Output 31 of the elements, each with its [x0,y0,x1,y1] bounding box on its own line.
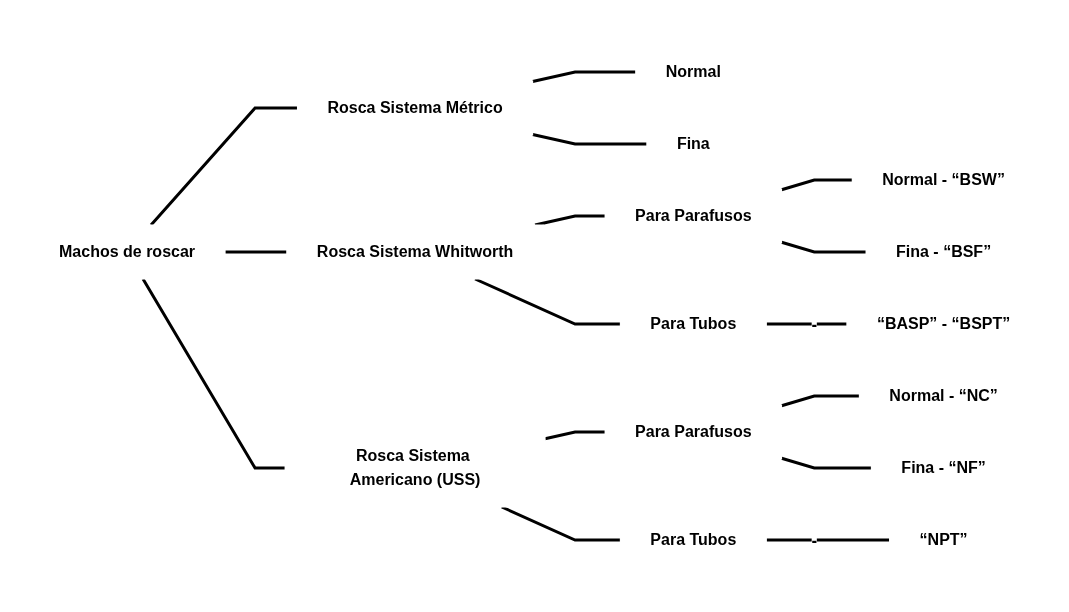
node-text: Normal - “NC” [889,387,998,404]
node-text: Fina - “NF” [901,459,986,476]
connector [544,430,605,441]
connector [532,70,636,83]
node-text: Normal - “BSW” [882,171,1005,188]
connector [149,106,298,226]
node-text: Para Parafusos [634,207,752,224]
connector [141,278,285,470]
node-text: Para Parafusos [634,423,752,440]
edge-label: - [811,315,818,335]
connector [781,456,872,470]
node-text: Rosca Sistema Americano (USS) [349,447,481,488]
connector [766,322,847,326]
node-text: Para Tubos [650,531,737,548]
connector [781,394,860,408]
node-text: Fina - “BSF” [895,243,992,260]
connector [781,240,866,254]
connector [532,133,647,146]
edge-label: - [811,531,818,551]
node-text: Rosca Sistema Métrico [327,99,503,116]
node-text: “NPT” [919,531,968,548]
connector [781,178,853,192]
node-text: Fina [676,135,710,152]
connector [766,538,890,542]
node-text: Machos de roscar [58,243,195,260]
node-text: Normal [665,63,721,80]
node-text: “BASP” - “BSPT” [876,315,1011,332]
node-text: Para Tubos [650,315,737,332]
connector [534,214,605,227]
node-text: Rosca Sistema Whitworth [316,243,514,260]
connector [224,250,287,254]
